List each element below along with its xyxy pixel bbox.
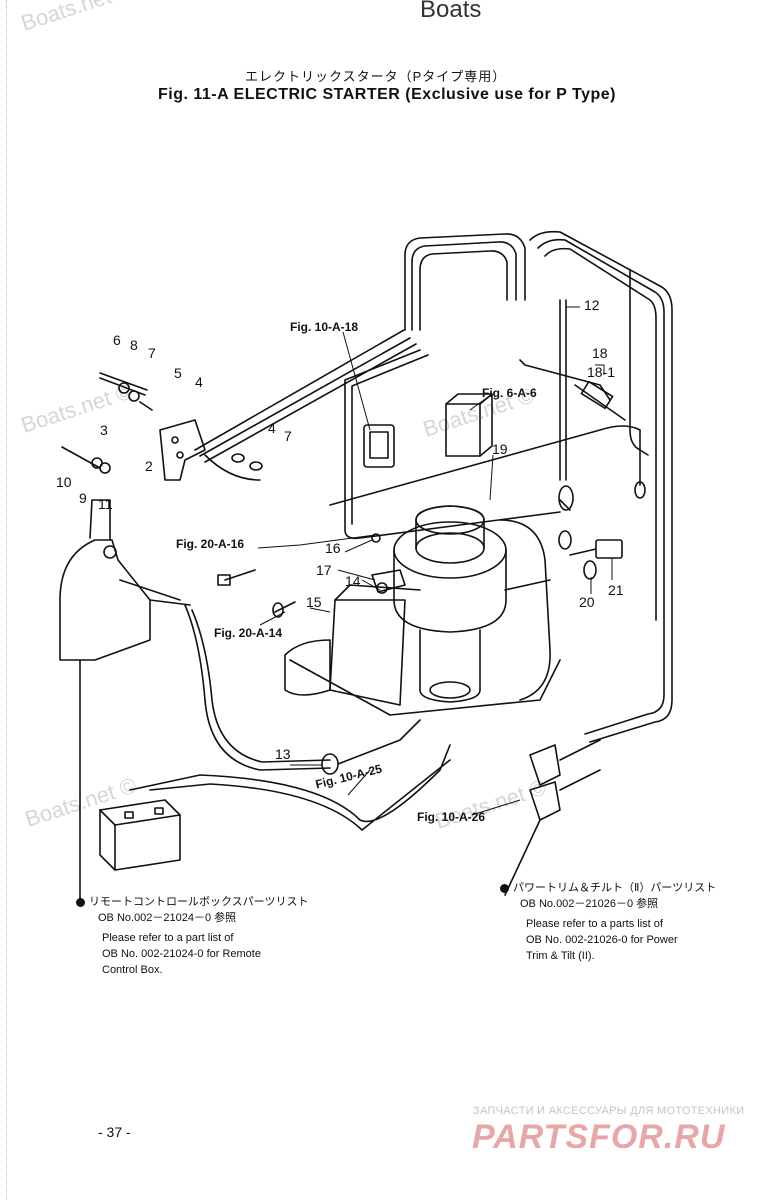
part-label-11: 11 (98, 496, 113, 512)
part-label-18-1: 18-1 (587, 364, 616, 380)
part-label-14: 14 (345, 573, 361, 589)
part-label-3: 3 (100, 422, 108, 438)
figure-ref-20-a-14: Fig. 20-A-14 (214, 626, 283, 640)
title-japanese: エレクトリックスタータ（Pタイプ専用） (245, 69, 507, 84)
brand-logo: PARTSFOR.RU (472, 1118, 726, 1156)
part-label-4: 4 (195, 374, 203, 390)
page-number: - 37 - (98, 1124, 131, 1140)
brand-tagline: ЗАПЧАСТИ И АКСЕССУАРЫ ДЛЯ МОТОТЕХНИКИ (473, 1105, 745, 1117)
note-en-text: Please refer to a part list of OB No. 00… (102, 932, 261, 976)
note-jp-line1: リモートコントロールボックスパーツリスト (89, 896, 309, 908)
part-label-10: 10 (56, 474, 72, 490)
part-label-16: 16 (325, 540, 341, 556)
part-label-12: 12 (584, 297, 600, 313)
note-power-trim: パワートリム＆チルト（Ⅱ）パーツリスト OB No.002－21026－0 参照… (500, 880, 716, 964)
page-left-border (6, 0, 7, 1200)
part-label-2: 2 (145, 458, 153, 474)
part-label-7b: 7 (284, 428, 292, 444)
bullet-icon (76, 897, 85, 907)
part-label-17: 17 (316, 562, 332, 578)
part-label-19: 19 (492, 441, 508, 457)
part-label-8: 8 (130, 337, 138, 353)
part-label-9: 9 (79, 490, 87, 506)
figure-ref-6-a-6: Fig. 6-A-6 (482, 386, 537, 400)
note-jp-line2: OB No.002－21024－0 参照 (98, 912, 237, 924)
figure-ref-10-a-26: Fig. 10-A-26 (417, 810, 486, 824)
figure-ref-10-a-18: Fig. 10-A-18 (290, 320, 359, 334)
part-label-20: 20 (579, 594, 595, 610)
bullet-icon (500, 883, 509, 893)
part-label-7: 7 (148, 345, 156, 361)
watermark-top: Boats (420, 0, 482, 23)
note-en-text: Please refer to a parts list of OB No. 0… (526, 918, 678, 962)
note-jp-line2: OB No.002－21026－0 参照 (520, 898, 659, 910)
part-label-18: 18 (592, 345, 608, 361)
part-label-15: 15 (306, 594, 322, 610)
part-label-5: 5 (174, 365, 182, 381)
figure-ref-20-a-16: Fig. 20-A-16 (176, 537, 245, 551)
part-label-21: 21 (608, 582, 624, 598)
note-remote-control: リモートコントロールボックスパーツリスト OB No.002－21024－0 参… (76, 894, 308, 978)
part-label-6: 6 (113, 332, 121, 348)
note-jp-line1: パワートリム＆チルト（Ⅱ）パーツリスト (513, 882, 717, 894)
part-label-4b: 4 (268, 420, 276, 436)
figure-title: Fig. 11-A ELECTRIC STARTER (Exclusive us… (158, 86, 616, 103)
part-label-13: 13 (275, 746, 291, 762)
